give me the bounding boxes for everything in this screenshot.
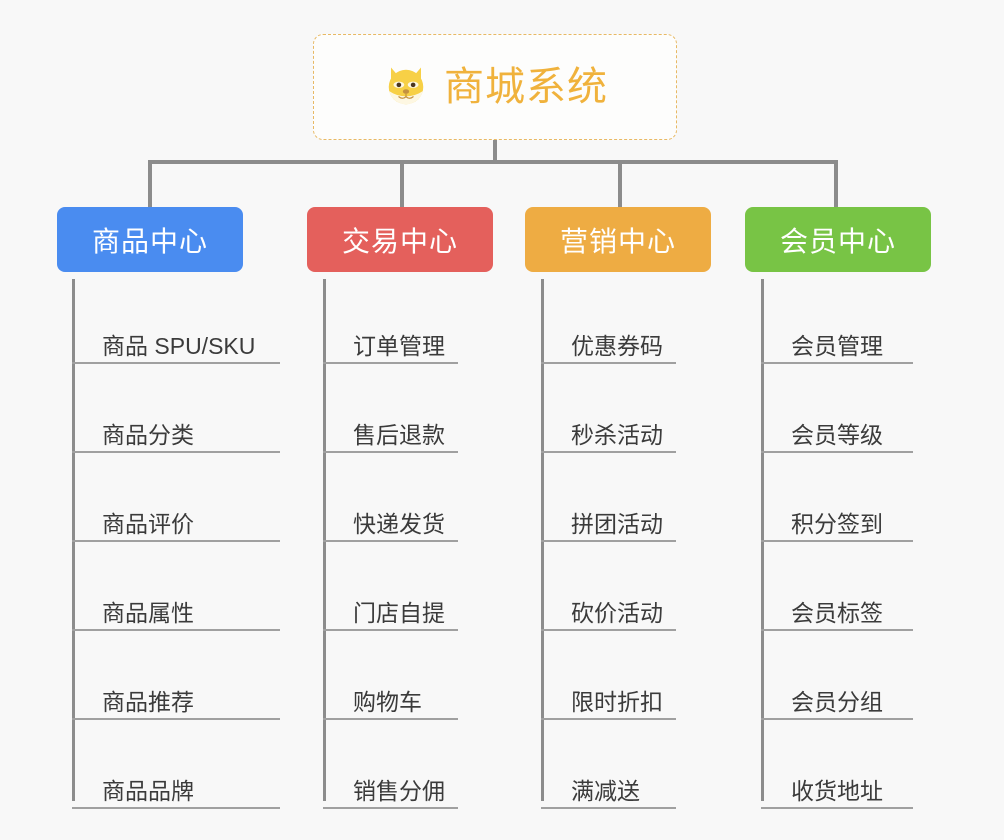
connector-drop-3	[618, 160, 622, 207]
list-item[interactable]: 会员标签	[761, 542, 913, 631]
list-item[interactable]: 砍价活动	[541, 542, 676, 631]
leaf-label: 砍价活动	[571, 599, 663, 626]
list-item[interactable]: 商品分类	[72, 364, 280, 453]
leaf-label: 售后退款	[353, 421, 445, 448]
category-title: 商品中心	[91, 225, 208, 257]
category-title: 交易中心	[341, 225, 458, 257]
connector-drop-2	[400, 160, 404, 207]
leaf-label: 会员管理	[791, 332, 883, 359]
root-title: 商城系统	[444, 65, 608, 109]
leaf-label: 商品推荐	[102, 688, 194, 715]
leaf-label: 拼团活动	[571, 510, 663, 537]
leaf-label: 快递发货	[353, 510, 445, 537]
list-item[interactable]: 购物车	[323, 631, 458, 720]
leaf-list: 会员管理 会员等级 积分签到 会员标签 会员分组 收货地址	[761, 275, 913, 809]
leaf-list: 订单管理 售后退款 快递发货 门店自提 购物车 销售分佣	[323, 275, 458, 809]
list-item[interactable]: 商品属性	[72, 542, 280, 631]
list-item[interactable]: 拼团活动	[541, 453, 676, 542]
leaf-label: 秒杀活动	[571, 421, 663, 448]
list-item[interactable]: 商品 SPU/SKU	[72, 275, 280, 364]
shiba-dog-face-icon	[388, 67, 424, 106]
connector-drop-4	[834, 160, 838, 207]
list-item[interactable]: 积分签到	[761, 453, 913, 542]
category-title: 营销中心	[559, 225, 676, 257]
list-item[interactable]: 优惠券码	[541, 275, 676, 364]
list-item[interactable]: 销售分佣	[323, 720, 458, 809]
leaf-label: 购物车	[353, 688, 422, 715]
category-header-trade-center[interactable]: 交易中心	[307, 207, 493, 272]
category-header-product-center[interactable]: 商品中心	[57, 207, 243, 272]
category-title: 会员中心	[779, 225, 896, 257]
leaf-list: 商品 SPU/SKU 商品分类 商品评价 商品属性 商品推荐 商品品牌	[72, 275, 280, 809]
list-item[interactable]: 会员管理	[761, 275, 913, 364]
list-item[interactable]: 限时折扣	[541, 631, 676, 720]
leaf-label: 销售分佣	[353, 777, 445, 804]
leaf-label: 商品属性	[102, 599, 194, 626]
list-item[interactable]: 会员分组	[761, 631, 913, 720]
leaf-label: 优惠券码	[571, 332, 663, 359]
leaf-label: 商品分类	[102, 421, 194, 448]
leaf-label: 会员分组	[791, 688, 883, 715]
list-item[interactable]: 秒杀活动	[541, 364, 676, 453]
category-header-member-center[interactable]: 会员中心	[745, 207, 931, 272]
leaf-label: 会员等级	[791, 421, 883, 448]
list-item[interactable]: 商品评价	[72, 453, 280, 542]
leaf-list: 优惠券码 秒杀活动 拼团活动 砍价活动 限时折扣 满减送	[541, 275, 676, 809]
connector-drop-1	[148, 160, 152, 207]
category-header-marketing-center[interactable]: 营销中心	[525, 207, 711, 272]
connector-horizontal-bus	[148, 160, 838, 164]
leaf-label: 限时折扣	[571, 688, 663, 715]
leaf-label: 商品 SPU/SKU	[102, 332, 256, 359]
leaf-label: 商品评价	[102, 510, 194, 537]
connector-root-stem	[493, 140, 497, 162]
leaf-label: 收货地址	[791, 777, 883, 804]
list-item[interactable]: 商品品牌	[72, 720, 280, 809]
leaf-label: 商品品牌	[102, 777, 194, 804]
leaf-label: 订单管理	[353, 332, 445, 359]
list-item[interactable]: 商品推荐	[72, 631, 280, 720]
leaf-label: 满减送	[571, 777, 640, 804]
list-item[interactable]: 收货地址	[761, 720, 913, 809]
leaf-label: 会员标签	[791, 599, 883, 626]
root-node-shop-system[interactable]: 商城系统	[313, 34, 677, 140]
list-item[interactable]: 满减送	[541, 720, 676, 809]
list-item[interactable]: 售后退款	[323, 364, 458, 453]
list-item[interactable]: 快递发货	[323, 453, 458, 542]
list-item[interactable]: 门店自提	[323, 542, 458, 631]
leaf-label: 门店自提	[353, 599, 445, 626]
list-item[interactable]: 订单管理	[323, 275, 458, 364]
list-item[interactable]: 会员等级	[761, 364, 913, 453]
leaf-label: 积分签到	[791, 510, 883, 537]
